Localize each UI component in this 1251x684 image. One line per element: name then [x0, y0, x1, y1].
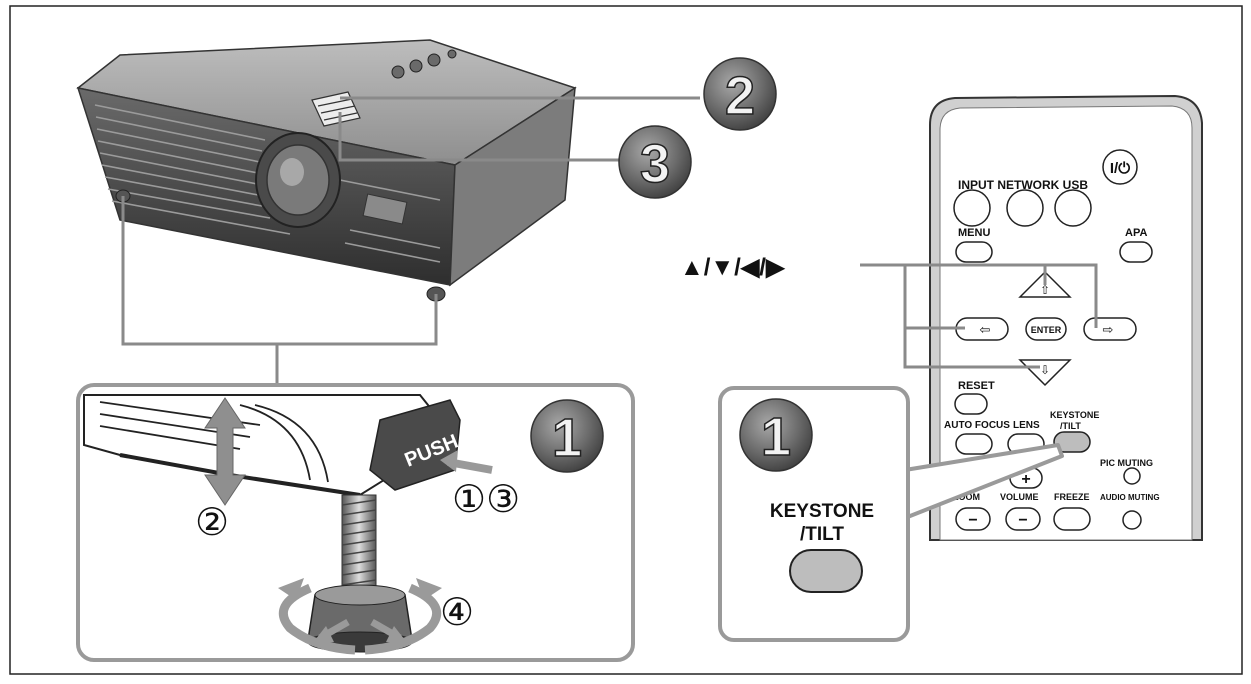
remote-plus-label: + — [1021, 471, 1030, 488]
remote-keystone-tilt-button[interactable] — [1053, 431, 1091, 453]
remote-menu-label: MENU — [958, 227, 990, 239]
remote-d-zoom-minus-button[interactable] — [955, 507, 991, 531]
remote-keystone-label: KEYSTONE — [1050, 410, 1099, 420]
remote-input-button[interactable] — [953, 189, 991, 227]
step-badge-1-foot-label: 1 — [552, 408, 582, 468]
step-badge-3: 3 — [618, 125, 692, 199]
callout-keystone-tilt-button[interactable] — [789, 549, 863, 593]
step-badge-2: 2 — [703, 57, 777, 131]
remote-lens-label: LENS — [1013, 420, 1040, 431]
step-badge-1-remote: 1 — [739, 398, 813, 472]
left-arrow-icon: ⇦ — [980, 322, 991, 337]
label-step-4: ④ — [440, 590, 474, 634]
callout-tilt-label: /TILT — [800, 524, 844, 545]
up-arrow-icon: ⇧ — [1040, 283, 1050, 297]
remote-menu-button[interactable] — [955, 241, 993, 263]
remote-pic-muting-label: PIC MUTING — [1100, 458, 1153, 468]
remote-freeze-button[interactable] — [1053, 507, 1091, 531]
projector-control-button — [311, 91, 361, 127]
remote-apa-button[interactable] — [1119, 241, 1153, 263]
remote-reset-label: RESET — [958, 380, 995, 392]
remote-usb-button[interactable] — [1054, 189, 1092, 227]
remote-apa-label: APA — [1125, 227, 1147, 239]
label-steps-1-3: ①③ — [452, 477, 520, 521]
callout-keystone-label: KEYSTONE — [770, 501, 874, 522]
remote-d-zoom-minus-label: − — [968, 512, 977, 529]
remote-power-label: I/⏻ — [1110, 160, 1130, 177]
step-badge-3-label: 3 — [640, 134, 670, 194]
step-badge-1-remote-label: 1 — [761, 407, 791, 467]
remote-audio-muting-button[interactable] — [1122, 510, 1142, 530]
remote-freeze-label: FREEZE — [1054, 492, 1090, 502]
remote-volume-label: VOLUME — [1000, 492, 1039, 502]
remote-enter-button[interactable] — [1025, 317, 1067, 341]
step-badge-1-foot: 1 — [530, 399, 604, 473]
label-step-2: ② — [195, 500, 229, 544]
arrow-keys-label: ▲/▼/◀/▶ — [680, 254, 786, 281]
right-arrow-icon: ⇨ — [1103, 322, 1114, 337]
callout-lines-projector — [121, 96, 700, 385]
remote-auto-focus-label: AUTO FOCUS — [944, 420, 1010, 431]
projector-illustration — [76, 39, 577, 302]
callout-lines-arrow-keys — [860, 263, 1098, 369]
remote-volume-minus-button[interactable] — [1005, 507, 1041, 531]
remote-network-button[interactable] — [1006, 189, 1044, 227]
step-badge-2-label: 2 — [725, 66, 755, 126]
remote-auto-focus-button[interactable] — [955, 433, 993, 455]
down-arrow-icon: ⇩ — [1040, 363, 1050, 377]
remote-top-row-label: INPUT NETWORK USB — [958, 178, 1088, 192]
remote-tilt-label: /TILT — [1060, 421, 1081, 431]
up-down-arrow — [204, 397, 246, 506]
page-border — [9, 5, 1243, 675]
remote-enter-label: ENTER — [1031, 325, 1062, 335]
remote-volume-minus-label: − — [1018, 512, 1027, 529]
foot-detail-panel: PUSH — [76, 383, 635, 662]
rotation-arrows — [278, 583, 442, 655]
remote-pic-muting-button[interactable] — [1123, 467, 1141, 485]
remote-reset-button[interactable] — [954, 393, 988, 415]
keystone-callout: 1 KEYSTONE /TILT — [718, 386, 1064, 642]
projector-top-buttons — [391, 49, 457, 79]
remote-audio-muting-label: AUDIO MUTING — [1100, 493, 1160, 502]
remote-power-button[interactable] — [1102, 149, 1138, 185]
